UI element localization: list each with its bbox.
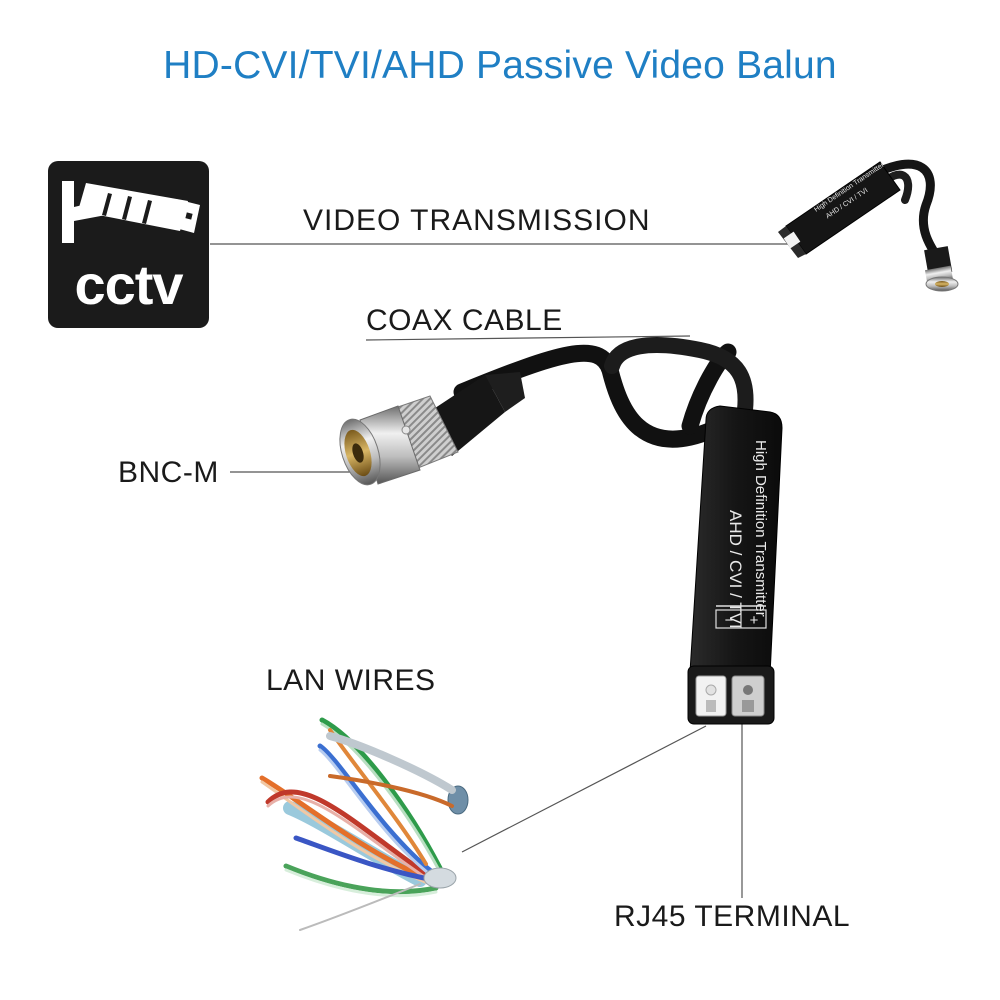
bnc-connector <box>339 395 459 486</box>
coax-cable-leader <box>365 335 691 341</box>
video-transmission-label: VIDEO TRANSMISSION <box>303 204 651 237</box>
balun-text-line2: AHD / CVI / TVI <box>726 510 745 629</box>
lan-wires-label: LAN WIRES <box>266 664 436 697</box>
cctv-icon-tile: cctv <box>48 161 209 328</box>
polarity-minus: − <box>725 612 734 629</box>
balun-text-line1: High Definition Transmitter <box>752 440 769 617</box>
polarity-plus: + <box>750 612 759 629</box>
lan-wires-leader <box>461 725 707 853</box>
lan-wires-bundle <box>259 717 469 931</box>
small-balun: High Definition Transmitter AHD / CVI / … <box>778 159 959 292</box>
page-title: HD-CVI/TVI/AHD Passive Video Balun <box>163 44 837 87</box>
rj45-terminal-label: RJ45 TERMINAL <box>614 900 851 933</box>
bnc-m-label: BNC-M <box>118 456 219 489</box>
balun-body: High Definition Transmitter AHD / CVI / … <box>687 405 783 725</box>
cctv-camera-icon <box>62 181 200 243</box>
coax-cable-label: COAX CABLE <box>366 304 563 337</box>
terminal-block-left <box>695 675 727 717</box>
cctv-icon-text: cctv <box>74 253 183 316</box>
terminal-block-right <box>731 675 765 717</box>
